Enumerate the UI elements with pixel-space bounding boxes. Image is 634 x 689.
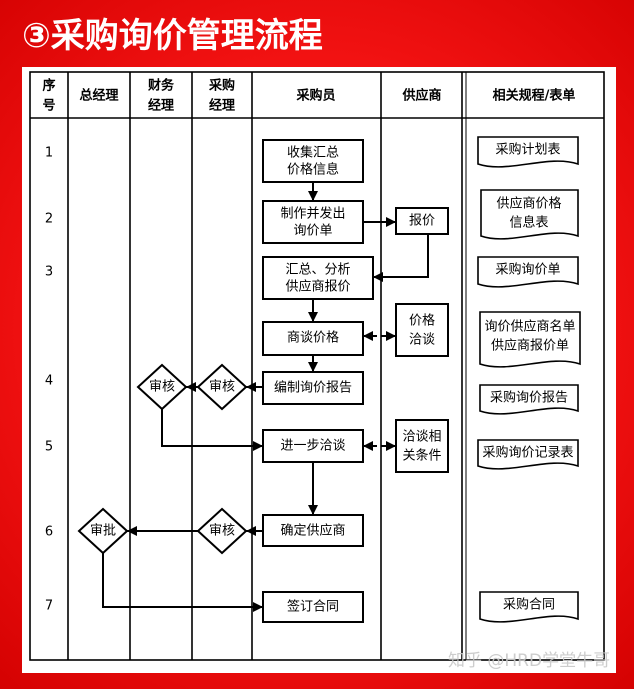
process-box: [262, 256, 374, 300]
step-label: 收集汇总: [287, 145, 339, 161]
document-shape: [477, 439, 579, 470]
step-label: 洽谈相: [402, 430, 441, 445]
watermark: 知乎 @HRD学堂牛哥: [448, 651, 610, 671]
document-shape: [479, 311, 581, 368]
form-inquiry-form: 采购询价单: [477, 256, 579, 288]
step-analyze-quotes: 汇总、分析 供应商报价: [262, 256, 374, 300]
form-inquiry-record: 采购询价记录表: [477, 439, 579, 470]
decision-purchasing-review-report: 审核: [196, 363, 248, 411]
document-shape: [480, 189, 579, 240]
column-header-general-manager: 总经理: [79, 88, 118, 104]
process-box: [395, 207, 449, 235]
decision-diamond: [136, 363, 188, 411]
process-box: [262, 200, 364, 244]
step-supplier-terms: 洽谈相 关条件: [395, 419, 449, 473]
row-number: 6: [45, 525, 53, 540]
document-shape: [477, 256, 579, 288]
process-box: [262, 371, 364, 405]
form-label: 采购询价报告: [490, 390, 568, 406]
table-border: [29, 71, 605, 661]
column-header-seq: 号: [42, 99, 55, 114]
step-issue-inquiry: 制作并发出 询价单: [262, 200, 364, 244]
document-shape: [479, 384, 579, 415]
decision-diamond: [196, 363, 248, 411]
decision-diamond: [77, 507, 129, 555]
flow-arrow: [373, 234, 429, 282]
form-label: 采购询价记录表: [482, 445, 573, 461]
flow-arrow: [161, 409, 263, 451]
process-box: [395, 419, 449, 473]
step-label: 签订合同: [287, 599, 339, 615]
step-label: 供应商报价: [285, 279, 350, 295]
document-shape: [477, 136, 579, 168]
form-label: 供应商价格: [496, 196, 561, 212]
step-label: 价格: [409, 313, 435, 329]
process-box: [262, 514, 364, 547]
column-header-purchasing-manager: 采购: [208, 78, 235, 94]
step-collect-price-info: 收集汇总 价格信息: [262, 139, 364, 183]
row-number: 5: [45, 440, 53, 455]
decision-label: 审核: [149, 380, 175, 395]
step-label: 编制询价报告: [274, 381, 352, 396]
process-box: [262, 139, 364, 183]
column-header-forms: 相关规程/表单: [493, 88, 576, 104]
step-sign-contract: 签订合同: [262, 591, 364, 623]
decision-label: 审核: [209, 524, 235, 539]
step-label: 汇总、分析: [285, 263, 350, 278]
step-label: 价格信息: [287, 162, 339, 178]
form-inquiry-report: 采购询价报告: [479, 384, 579, 415]
form-label: 采购询价单: [495, 262, 560, 278]
form-supplier-lists: 询价供应商名单 供应商报价单: [479, 311, 581, 368]
form-label: 询价供应商名单: [484, 319, 575, 335]
process-box: [262, 429, 364, 463]
step-label: 进一步洽谈: [280, 439, 345, 454]
row-number: 2: [45, 212, 53, 227]
column-header-buyer: 采购员: [295, 88, 335, 104]
step-label: 制作并发出: [280, 206, 345, 222]
row-number: 1: [45, 146, 53, 161]
form-label: 供应商报价单: [491, 338, 569, 354]
decision-label: 审批: [90, 524, 116, 539]
column-header-purchasing-manager: 经理: [209, 98, 235, 114]
form-label: 采购合同: [503, 597, 555, 613]
row-number: 3: [45, 265, 53, 280]
step-label: 关条件: [402, 448, 441, 464]
decision-diamond: [196, 507, 248, 555]
step-label: 确定供应商: [280, 523, 345, 539]
document-shape: [479, 591, 579, 623]
decision-finance-review: 审核: [136, 363, 188, 411]
column-header-finance-manager: 财务: [148, 78, 175, 94]
column-header-finance-manager: 经理: [148, 98, 174, 114]
column-header-supplier: 供应商: [401, 88, 441, 104]
step-label: 洽谈: [409, 333, 435, 348]
flow-arrow: [102, 553, 263, 612]
form-label: 信息表: [509, 215, 548, 231]
process-box: [262, 321, 364, 356]
step-inquiry-report: 编制询价报告: [262, 371, 364, 405]
row-number: 4: [45, 374, 53, 389]
form-label: 采购计划表: [495, 142, 560, 158]
step-supplier-quote: 报价: [395, 207, 449, 235]
step-select-supplier: 确定供应商: [262, 514, 364, 547]
column-header-seq: 序: [42, 78, 55, 94]
step-supplier-price-talk: 价格 洽谈: [395, 303, 449, 357]
form-purchase-plan: 采购计划表: [477, 136, 579, 168]
decision-purchasing-review-supplier: 审核: [196, 507, 248, 555]
row-number: 7: [45, 599, 53, 614]
form-supplier-price-info: 供应商价格 信息表: [480, 189, 579, 240]
process-box: [262, 591, 364, 623]
decision-label: 审核: [209, 380, 235, 395]
step-label: 询价单: [293, 224, 332, 239]
step-negotiate-price: 商谈价格: [262, 321, 364, 356]
process-box: [395, 303, 449, 357]
decision-gm-approval: 审批: [77, 507, 129, 555]
step-label: 商谈价格: [287, 330, 339, 346]
step-further-negotiation: 进一步洽谈: [262, 429, 364, 463]
step-label: 报价: [409, 214, 435, 229]
form-contract: 采购合同: [479, 591, 579, 623]
page-title: ③采购询价管理流程: [22, 16, 323, 56]
